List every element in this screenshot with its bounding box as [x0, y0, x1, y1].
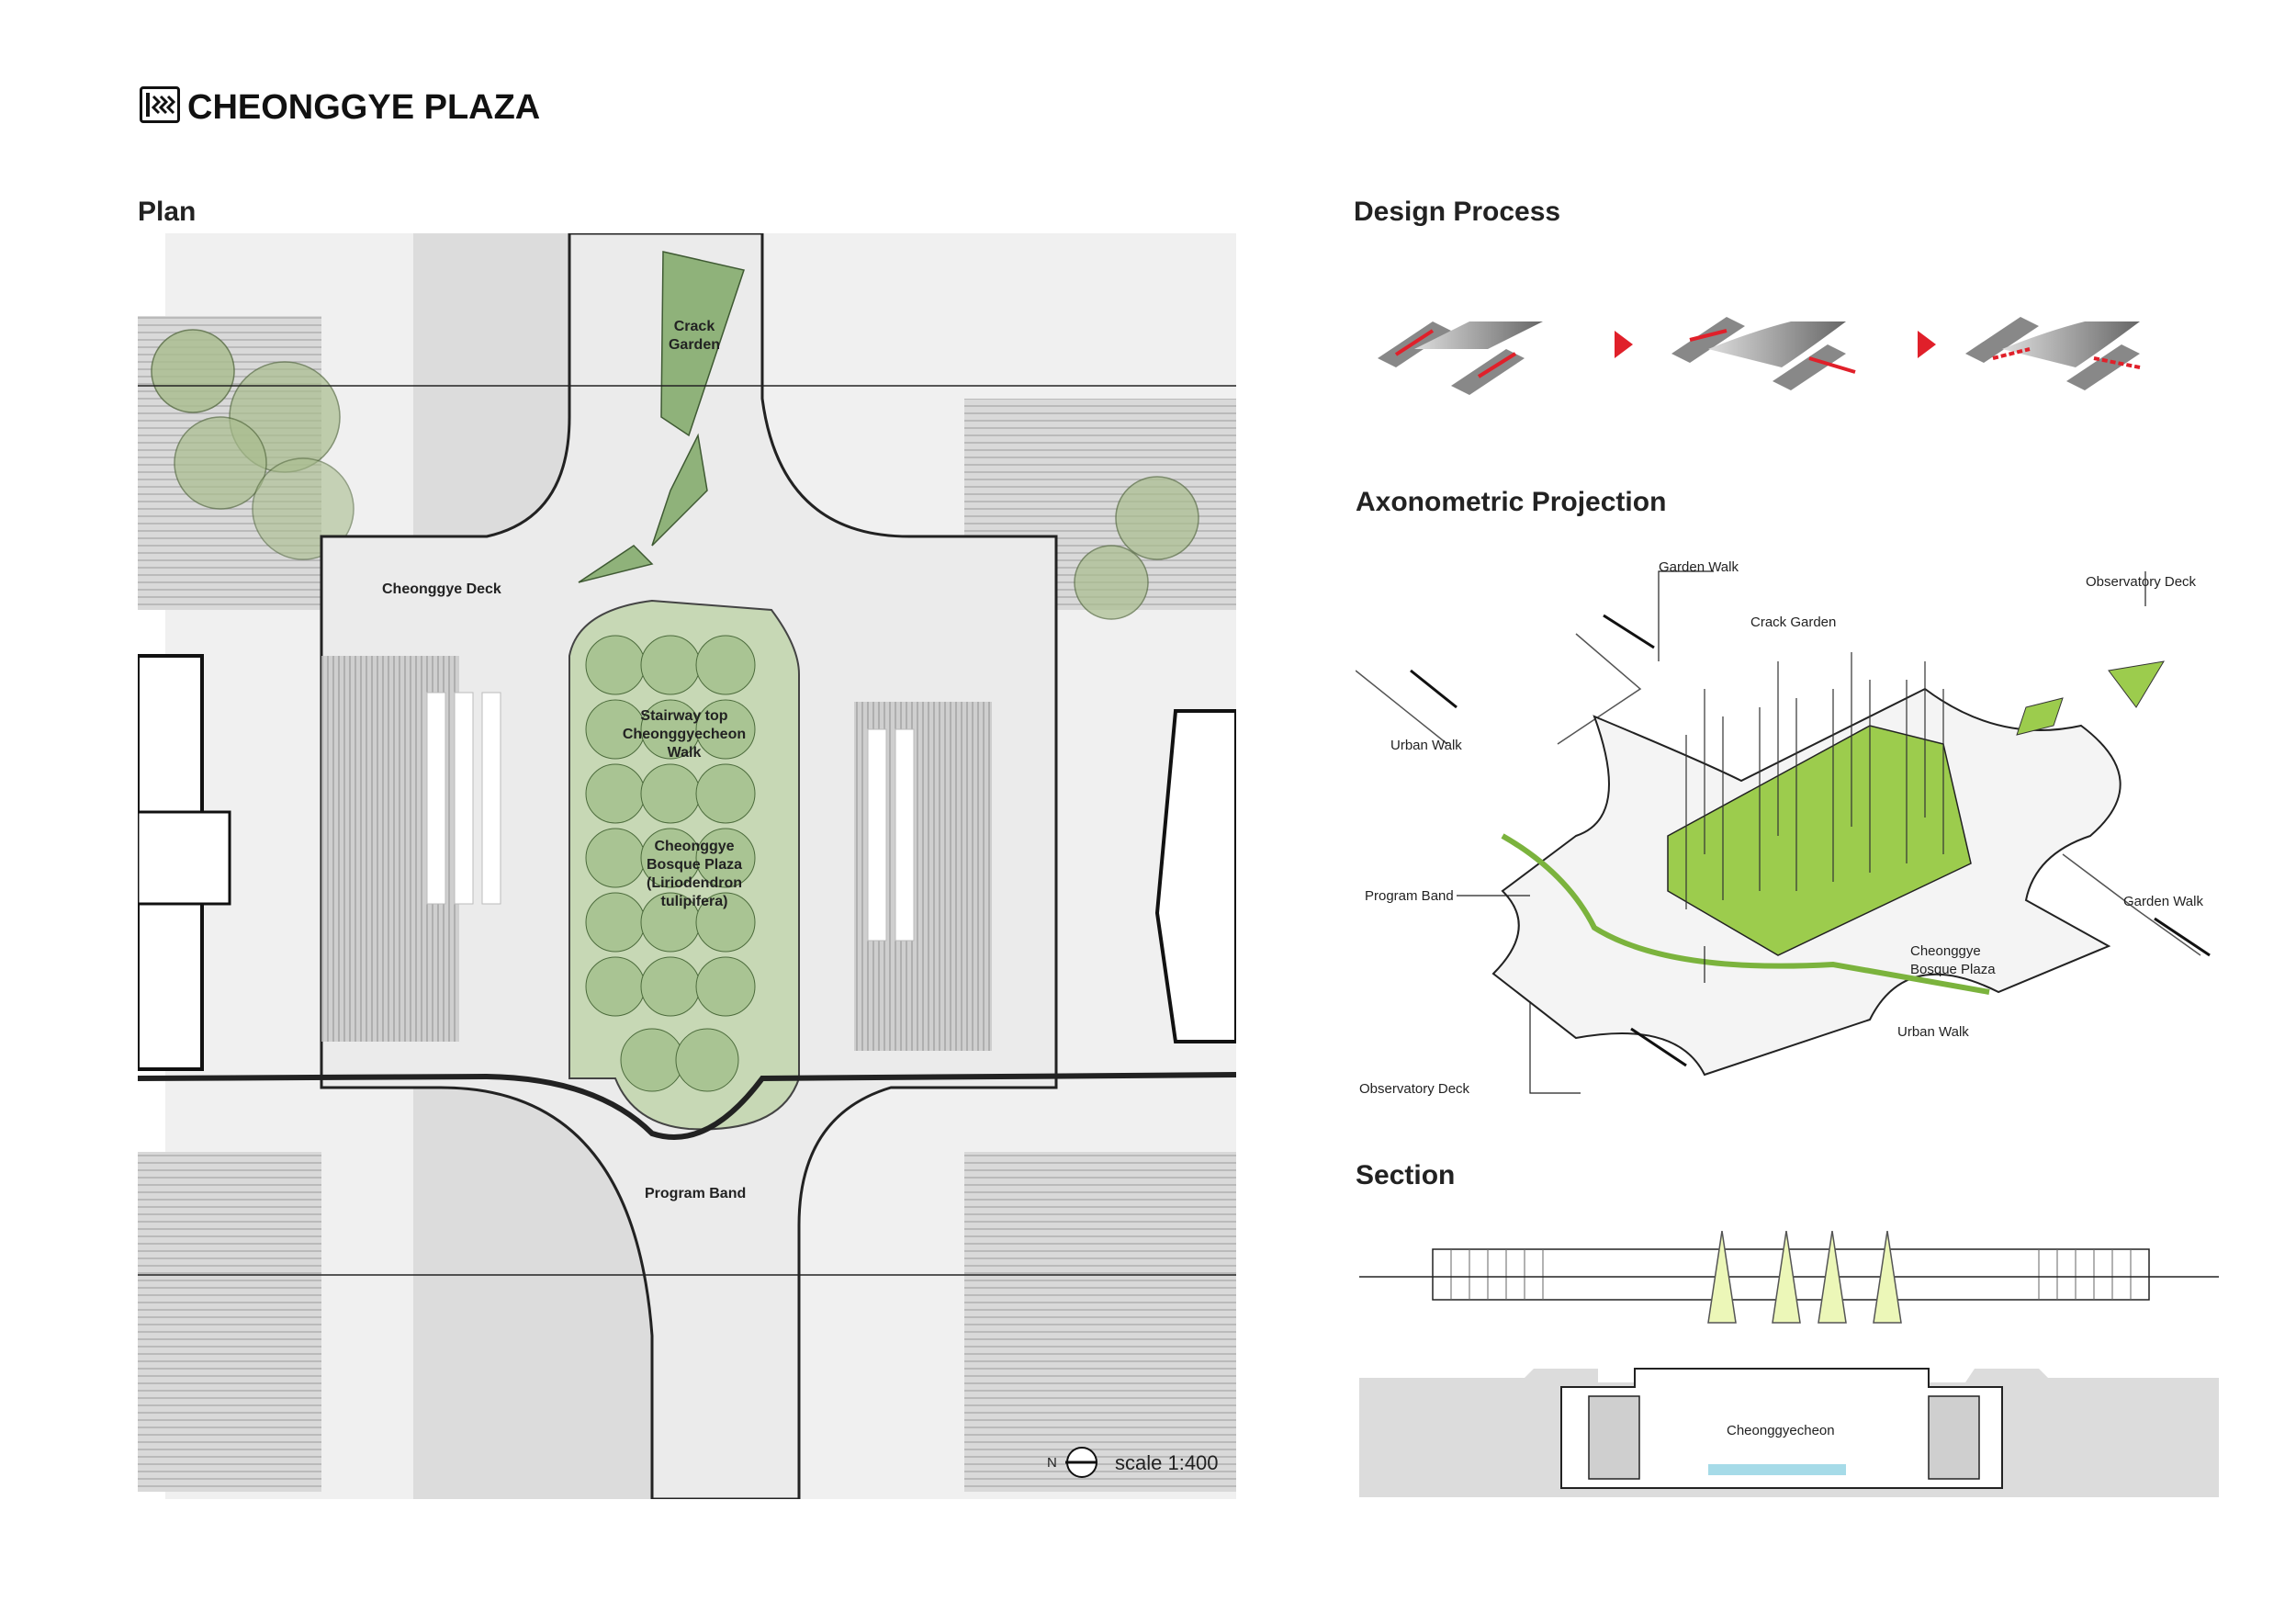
section-heading: Section — [1356, 1160, 1456, 1190]
process-step-2 — [1671, 317, 1856, 390]
bosque-label-3: (Liriodendron — [647, 875, 742, 891]
process-step-3 — [1965, 317, 2141, 390]
plan-heading: Plan — [138, 197, 197, 227]
axo-observatory-bottom: Observatory Deck — [1359, 1081, 1470, 1097]
axo-bosque-2: Bosque Plaza — [1910, 962, 1996, 977]
logo-icon — [140, 86, 180, 123]
north-label: N — [1047, 1455, 1057, 1471]
axo-garden-walk-right: Garden Walk — [2123, 894, 2203, 909]
page-title: CHEONGGYE PLAZA — [187, 88, 541, 127]
axo-bosque-1: Cheonggye — [1910, 943, 1981, 959]
axo-crack-garden: Crack Garden — [1750, 615, 1836, 630]
axo-urban-walk-bottom: Urban Walk — [1897, 1024, 1969, 1040]
process-arrow-2 — [1918, 331, 1936, 358]
bosque-label-2: Bosque Plaza — [647, 857, 742, 873]
north-arrow-icon: N — [1047, 1447, 1097, 1478]
stairway-label-3: Walk — [668, 745, 702, 761]
plan-drawing: Crack Garden Cheonggye Deck Stairway top… — [138, 233, 1236, 1499]
design-process-diagram — [1378, 317, 2141, 395]
crack-garden-label-2: Garden — [669, 337, 720, 353]
process-step-1 — [1378, 321, 1543, 395]
cheonggye-deck-label: Cheonggye Deck — [382, 581, 501, 597]
program-band-label: Program Band — [645, 1186, 746, 1201]
design-process-heading: Design Process — [1354, 197, 1561, 227]
axo-garden-walk-top: Garden Walk — [1659, 560, 1739, 575]
axo-program-band: Program Band — [1365, 888, 1454, 904]
section-stream-label: Cheonggyecheon — [1727, 1423, 1835, 1438]
axo-observatory-top: Observatory Deck — [2086, 574, 2197, 590]
bosque-label: Cheonggye — [654, 839, 734, 854]
crack-garden-label: Crack — [674, 319, 715, 334]
axonometric-heading: Axonometric Projection — [1356, 487, 1667, 517]
bosque-label-4: tulipifera) — [661, 894, 728, 909]
process-arrow-1 — [1615, 331, 1633, 358]
axonometric-drawing: Garden Walk Crack Garden Observatory Dec… — [1356, 560, 2211, 1097]
scale-label: scale 1:400 — [1115, 1451, 1219, 1474]
section-drawing: Cheonggyecheon — [1359, 1231, 2219, 1497]
stairway-label-2: Cheonggyecheon — [623, 727, 746, 742]
axo-urban-walk-left: Urban Walk — [1390, 738, 1462, 753]
stairway-label: Stairway top — [640, 708, 727, 724]
